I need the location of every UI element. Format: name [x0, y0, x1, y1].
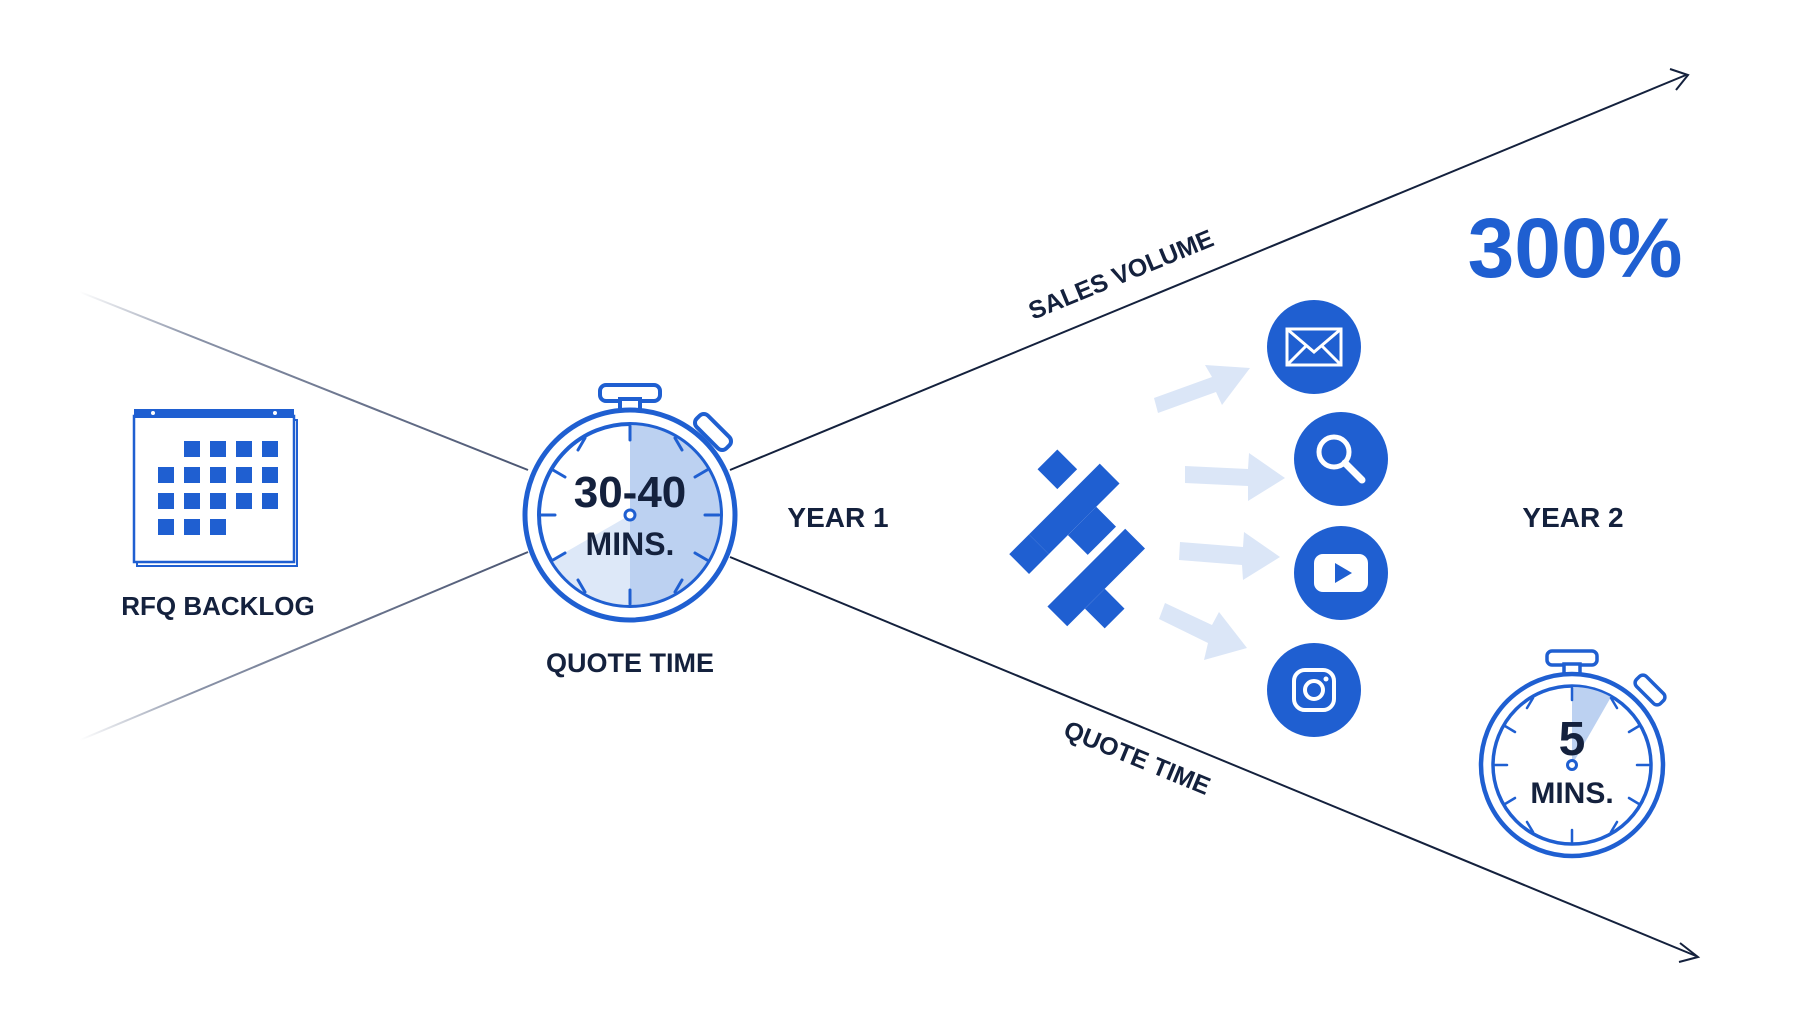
quote-time-axis-label: QUOTE TIME — [1060, 716, 1214, 801]
sales-volume-label: SALES VOLUME — [1025, 224, 1218, 325]
funnel-line-top — [79, 291, 529, 471]
funnel-line-bottom — [79, 551, 529, 741]
year1-label: YEAR 1 — [787, 502, 888, 533]
timer-year2-value: 5 — [1559, 713, 1586, 766]
timer-year1-unit: MINS. — [586, 526, 675, 562]
growth-percent: 300% — [1468, 201, 1683, 295]
stopwatch-icon-year2 — [1478, 649, 1667, 859]
year2-label: YEAR 2 — [1522, 502, 1623, 533]
quote-time-arrow — [729, 556, 1701, 963]
sales-volume-arrow — [729, 68, 1690, 471]
quote-time-label: QUOTE TIME — [546, 648, 714, 678]
timer-year1-value: 30-40 — [574, 468, 687, 517]
instagram-icon[interactable] — [1267, 643, 1361, 737]
envelope-icon[interactable] — [1267, 300, 1361, 394]
youtube-play-icon[interactable] — [1294, 526, 1388, 620]
arrow-icon-2 — [1185, 453, 1285, 501]
channel-arrows — [1154, 365, 1285, 660]
arrow-icon-3 — [1179, 532, 1280, 580]
calendar-icon — [132, 409, 298, 567]
timer-year2-unit: MINS. — [1530, 777, 1613, 810]
rfq-backlog-label: RFQ BACKLOG — [121, 591, 315, 621]
stopwatch-icon-year1 — [522, 383, 738, 623]
company-logo-icon — [1009, 449, 1146, 629]
search-icon[interactable] — [1294, 412, 1388, 506]
arrow-icon-1 — [1154, 365, 1250, 413]
arrow-icon-4 — [1159, 603, 1247, 660]
